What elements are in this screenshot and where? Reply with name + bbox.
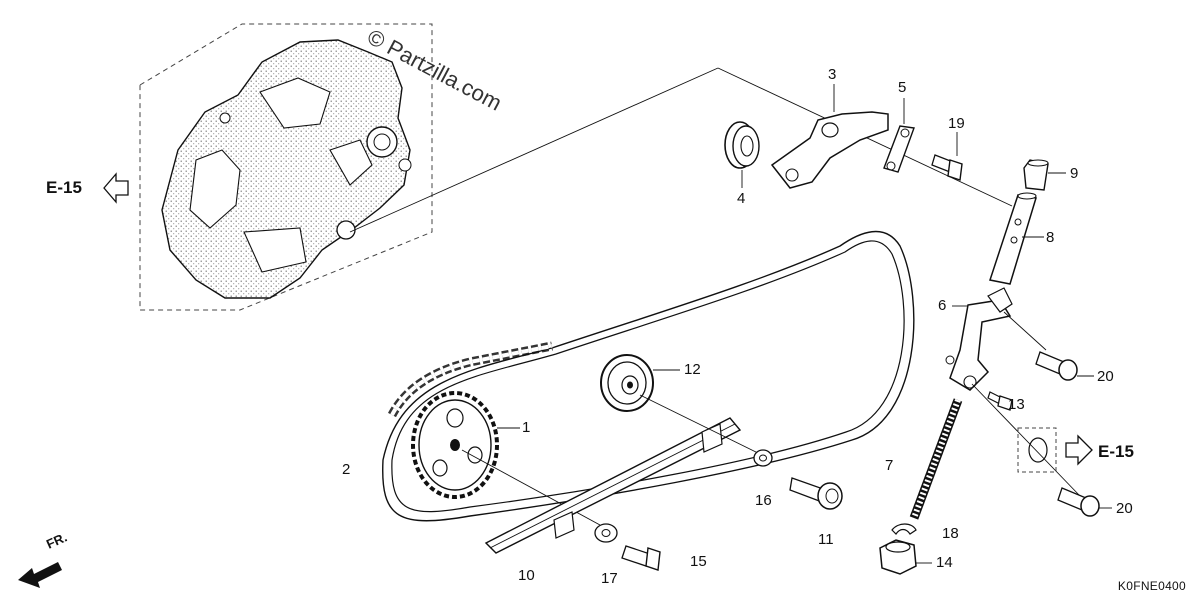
crankcase-seal: [336, 220, 356, 240]
part-label-3[interactable]: 3: [828, 66, 837, 83]
front-direction-icon: [18, 562, 62, 588]
tensioner-holder: [945, 287, 1013, 391]
left-arrow-icon: [103, 172, 129, 204]
chain-guide-slider: [484, 417, 742, 554]
reference-left[interactable]: E-15: [46, 178, 82, 197]
part-label-10[interactable]: 10: [518, 567, 535, 584]
grommet: [724, 121, 760, 169]
crankcase-bearing: [366, 126, 398, 158]
part-label-20-lower[interactable]: 20: [1116, 500, 1133, 517]
part-label-14[interactable]: 14: [936, 554, 953, 571]
reference-right[interactable]: E-15: [1098, 442, 1134, 461]
clip-18: [891, 523, 917, 535]
clip-ring: [1028, 437, 1048, 463]
part-label-20-upper[interactable]: 20: [1097, 368, 1114, 385]
crankcase-details: [189, 77, 373, 273]
part-label-6[interactable]: 6: [938, 297, 947, 314]
part-label-18[interactable]: 18: [942, 525, 959, 542]
bolt-20-lower: [1057, 487, 1100, 517]
leader-line: [971, 383, 1081, 497]
part-label-19[interactable]: 19: [948, 115, 965, 132]
pipe-8: [989, 192, 1037, 285]
leader-line: [1003, 311, 1047, 351]
right-arrow-icon: [1065, 434, 1093, 466]
crankcase-dashed-enclosure: [139, 23, 433, 311]
part-label-15[interactable]: 15: [690, 553, 707, 570]
sealing-bolt-14: [879, 539, 917, 575]
cap-9: [1023, 159, 1049, 191]
washer-16-hole: [759, 454, 767, 462]
bolt-15: [621, 545, 661, 571]
part-label-16[interactable]: 16: [755, 492, 772, 509]
part-label-4[interactable]: 4: [737, 190, 746, 207]
part-label-9[interactable]: 9: [1070, 165, 1079, 182]
tensioner-roller: [600, 354, 654, 412]
part-label-17[interactable]: 17: [601, 570, 618, 587]
part-label-1[interactable]: 1: [522, 419, 531, 436]
part-label-7[interactable]: 7: [885, 457, 894, 474]
part-label-2[interactable]: 2: [342, 461, 351, 478]
tensioner-spring: [909, 398, 963, 520]
part-label-5[interactable]: 5: [898, 79, 907, 96]
leader-line: [639, 394, 763, 456]
cam-chain: [382, 230, 915, 522]
bracket: [770, 111, 889, 189]
part-label-13[interactable]: 13: [1008, 396, 1025, 413]
part-label-8[interactable]: 8: [1046, 229, 1055, 246]
diagram-code: K0FNE0400: [1117, 579, 1186, 593]
bolt-20-upper: [1035, 351, 1078, 381]
part-label-12[interactable]: 12: [684, 361, 701, 378]
leader-line: [349, 67, 719, 233]
bolt-19: [931, 154, 963, 181]
plate-5: [883, 125, 915, 173]
crankcase-hole: [398, 158, 412, 172]
crankcase-group: [139, 23, 433, 311]
crankcase-bearing-inner: [373, 133, 391, 151]
part-label-11[interactable]: 11: [818, 531, 834, 548]
washer-17: [594, 523, 618, 543]
crankcase-hole: [219, 112, 231, 124]
washer-17-hole: [601, 529, 611, 537]
washer-16: [753, 449, 773, 467]
bolt-11: [789, 477, 843, 510]
clip-dashed-box: [1017, 427, 1057, 473]
cam-sprocket: [411, 391, 499, 499]
bolt-13: [987, 391, 1013, 411]
